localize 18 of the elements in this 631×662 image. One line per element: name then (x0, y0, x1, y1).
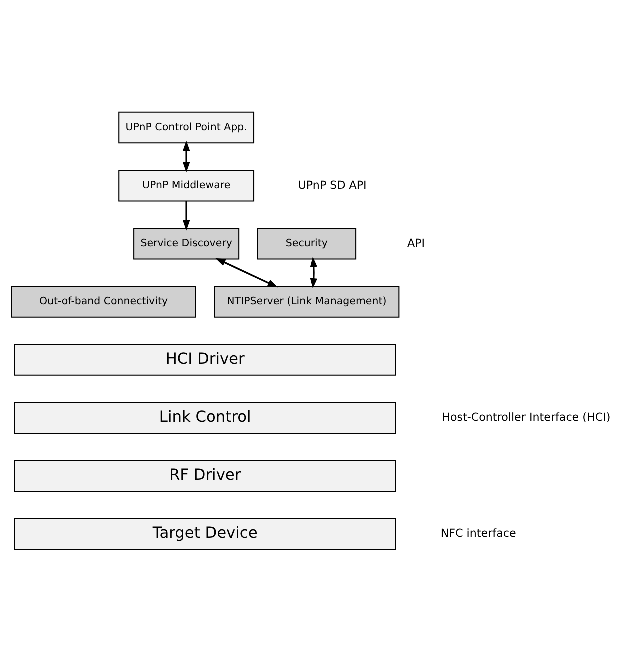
node-box: NTIPServer (Link Management) (214, 286, 400, 318)
arrow (182, 140, 190, 173)
label: UPnP SD API (298, 178, 367, 192)
node-box: Security (257, 228, 357, 260)
label: NFC interface (440, 527, 516, 540)
node-box: Link Control (14, 402, 396, 434)
node-box: Out-of-band Connectivity (11, 286, 196, 318)
node-box: UPnP Middleware (118, 170, 255, 202)
arrow (216, 258, 278, 288)
node-box: RF Driver (14, 460, 396, 492)
node-box: Target Device (14, 518, 396, 550)
arrow (310, 256, 318, 289)
node-box: HCI Driver (14, 344, 396, 376)
label: Host-Controller Interface (HCI) (442, 410, 611, 424)
node-box: Service Discovery (134, 228, 240, 260)
arrow (182, 202, 190, 231)
node-box: UPnP Control Point App. (118, 112, 255, 144)
label: API (407, 236, 426, 250)
